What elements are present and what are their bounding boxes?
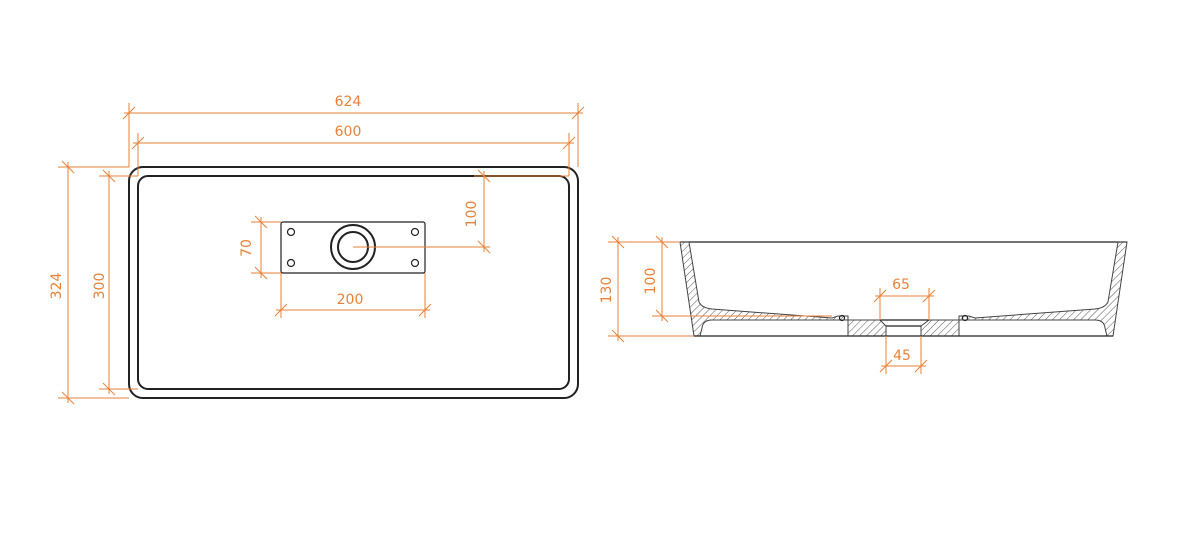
- dim-label-45: 45: [893, 348, 911, 364]
- plate-hole: [410, 227, 420, 237]
- dim-label-300: 300: [92, 273, 108, 300]
- dim-bowl-height: [652, 235, 832, 323]
- dim-drain-inner: [879, 336, 928, 374]
- plate-hole: [410, 258, 420, 268]
- dim-inner-depth: [99, 169, 138, 396]
- right-wall-section: [958, 241, 1128, 337]
- dim-label-200: 200: [337, 292, 364, 308]
- dim-label-70: 70: [239, 239, 255, 257]
- dim-plate-height: [251, 215, 281, 280]
- drain-section-left: [847, 319, 887, 337]
- dim-overall-depth: [58, 160, 129, 405]
- dim-overall-width: [122, 103, 585, 167]
- dim-label-600: 600: [335, 124, 362, 140]
- dim-drain-outer: [873, 288, 936, 320]
- basin-outer-rim: [128, 166, 579, 399]
- side-view: 130 100 65 45: [599, 235, 1128, 374]
- drain-section-right: [920, 319, 960, 337]
- plate-hole: [286, 227, 296, 237]
- dim-label-624: 624: [335, 94, 362, 110]
- basin-inner-rim: [137, 175, 570, 390]
- dim-label-100-top: 100: [464, 201, 480, 228]
- dim-label-130: 130: [599, 277, 615, 304]
- dim-inner-width: [131, 133, 576, 176]
- dim-label-324: 324: [49, 273, 65, 300]
- left-wall-section: [679, 241, 849, 337]
- top-view: 624 600 324 300: [49, 94, 585, 405]
- overflow-mark: [961, 314, 969, 322]
- dim-label-65: 65: [892, 277, 910, 293]
- dim-drain-offset: [353, 169, 569, 254]
- plate-hole: [286, 258, 296, 268]
- overflow-mark: [838, 314, 846, 322]
- dim-plate-width: [274, 273, 432, 318]
- dim-label-100-side: 100: [643, 268, 659, 295]
